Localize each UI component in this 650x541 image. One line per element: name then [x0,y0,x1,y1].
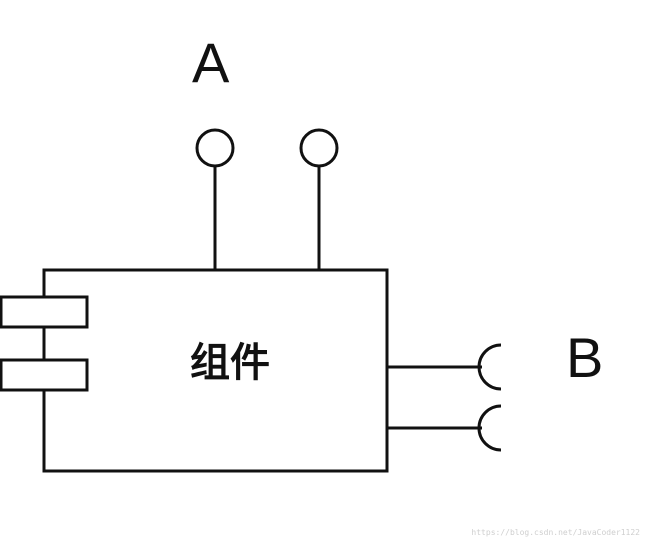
required-interface-socket-1 [477,343,502,391]
provided-interface-ball-2 [299,128,339,168]
component-label: 组件 [190,340,270,386]
provided-interface-label: A [192,31,230,94]
watermark: https://blog.csdn.net/JavaCoder1122 [471,528,640,537]
component-body [42,268,389,473]
component-tab-lower [0,358,89,392]
required-interface-socket-2 [477,404,502,452]
provided-interface-ball-1 [195,128,235,168]
required-interface-label: B [566,326,604,389]
component-tab-upper [0,295,89,329]
